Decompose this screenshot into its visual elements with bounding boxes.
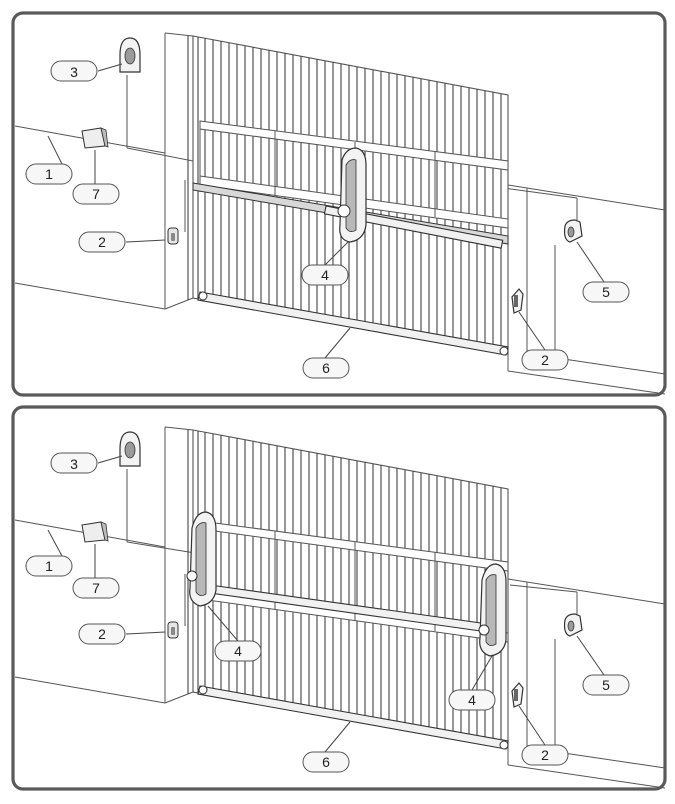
callout-label: 4: [321, 267, 329, 283]
callout-label: 1: [45, 558, 53, 574]
callout-label: 1: [45, 166, 53, 182]
panel-top-flashing-light: [119, 37, 141, 73]
callout-bottom-4-left: 4: [207, 605, 262, 662]
callout-label: 6: [322, 360, 330, 376]
callout-bottom-3: 3: [50, 452, 123, 474]
callout-top-2-left: 2: [78, 231, 166, 253]
panel-bottom-photocell-right-lower: [511, 682, 524, 708]
panel-top-keypad: [81, 127, 109, 149]
callout-bottom-2-left: 2: [78, 623, 166, 645]
callout-label: 6: [322, 754, 330, 770]
callout-bottom-7: 7: [72, 544, 120, 599]
callout-label: 4: [468, 692, 476, 708]
callout-label: 2: [541, 747, 549, 763]
panel-top-motor: [323, 147, 504, 249]
callout-label: 3: [70, 64, 78, 80]
callout-top-4: 4: [301, 241, 349, 286]
callout-bottom-5: 5: [576, 635, 630, 696]
callout-label: 7: [92, 186, 100, 202]
panel-bottom-flashing-light: [119, 431, 141, 467]
panel-top: 3 1 7 2 4: [11, 11, 667, 397]
panel-bottom-key-selector: [167, 621, 179, 639]
panel-bottom-garage-door: [187, 429, 509, 749]
callout-top-7: 7: [72, 150, 120, 205]
panel-bottom-bottom-rail: [197, 685, 509, 750]
callout-top-2-right: 2: [518, 311, 569, 371]
panel-bottom-photocell-right: [563, 613, 583, 637]
callout-label: 5: [602, 677, 610, 693]
callout-label: 7: [92, 580, 100, 596]
panel-bottom-motor-left: [186, 511, 217, 607]
callout-bottom-1: 1: [25, 529, 73, 577]
panel-top-photocell-right: [563, 219, 583, 243]
callout-bottom-2-right: 2: [518, 705, 569, 766]
callout-label: 2: [541, 352, 549, 368]
panel-top-callouts: 3 1 7 2 4: [25, 60, 630, 379]
callout-bottom-6: 6: [302, 721, 351, 773]
panel-top-bottom-rail: [197, 291, 509, 356]
panel-top-key-selector: [167, 227, 179, 245]
callout-top-3: 3: [50, 60, 123, 82]
callout-top-6: 6: [302, 327, 351, 379]
panel-bottom-keypad: [81, 521, 109, 543]
panel-bottom-motor-right: [478, 563, 507, 657]
panel-bottom: 3 1 7 2 4: [11, 405, 667, 791]
callout-top-1: 1: [25, 135, 73, 185]
panel-top-photocell-right-lower: [511, 288, 524, 314]
callout-label: 2: [98, 626, 106, 642]
callout-label: 4: [234, 643, 242, 659]
callout-top-5: 5: [576, 241, 630, 303]
callout-label: 5: [602, 284, 610, 300]
callout-bottom-4-right: 4: [448, 655, 496, 711]
callout-label: 2: [98, 234, 106, 250]
callout-label: 3: [70, 456, 78, 472]
panel-bottom-callouts: 3 1 7 2 4: [25, 452, 630, 773]
